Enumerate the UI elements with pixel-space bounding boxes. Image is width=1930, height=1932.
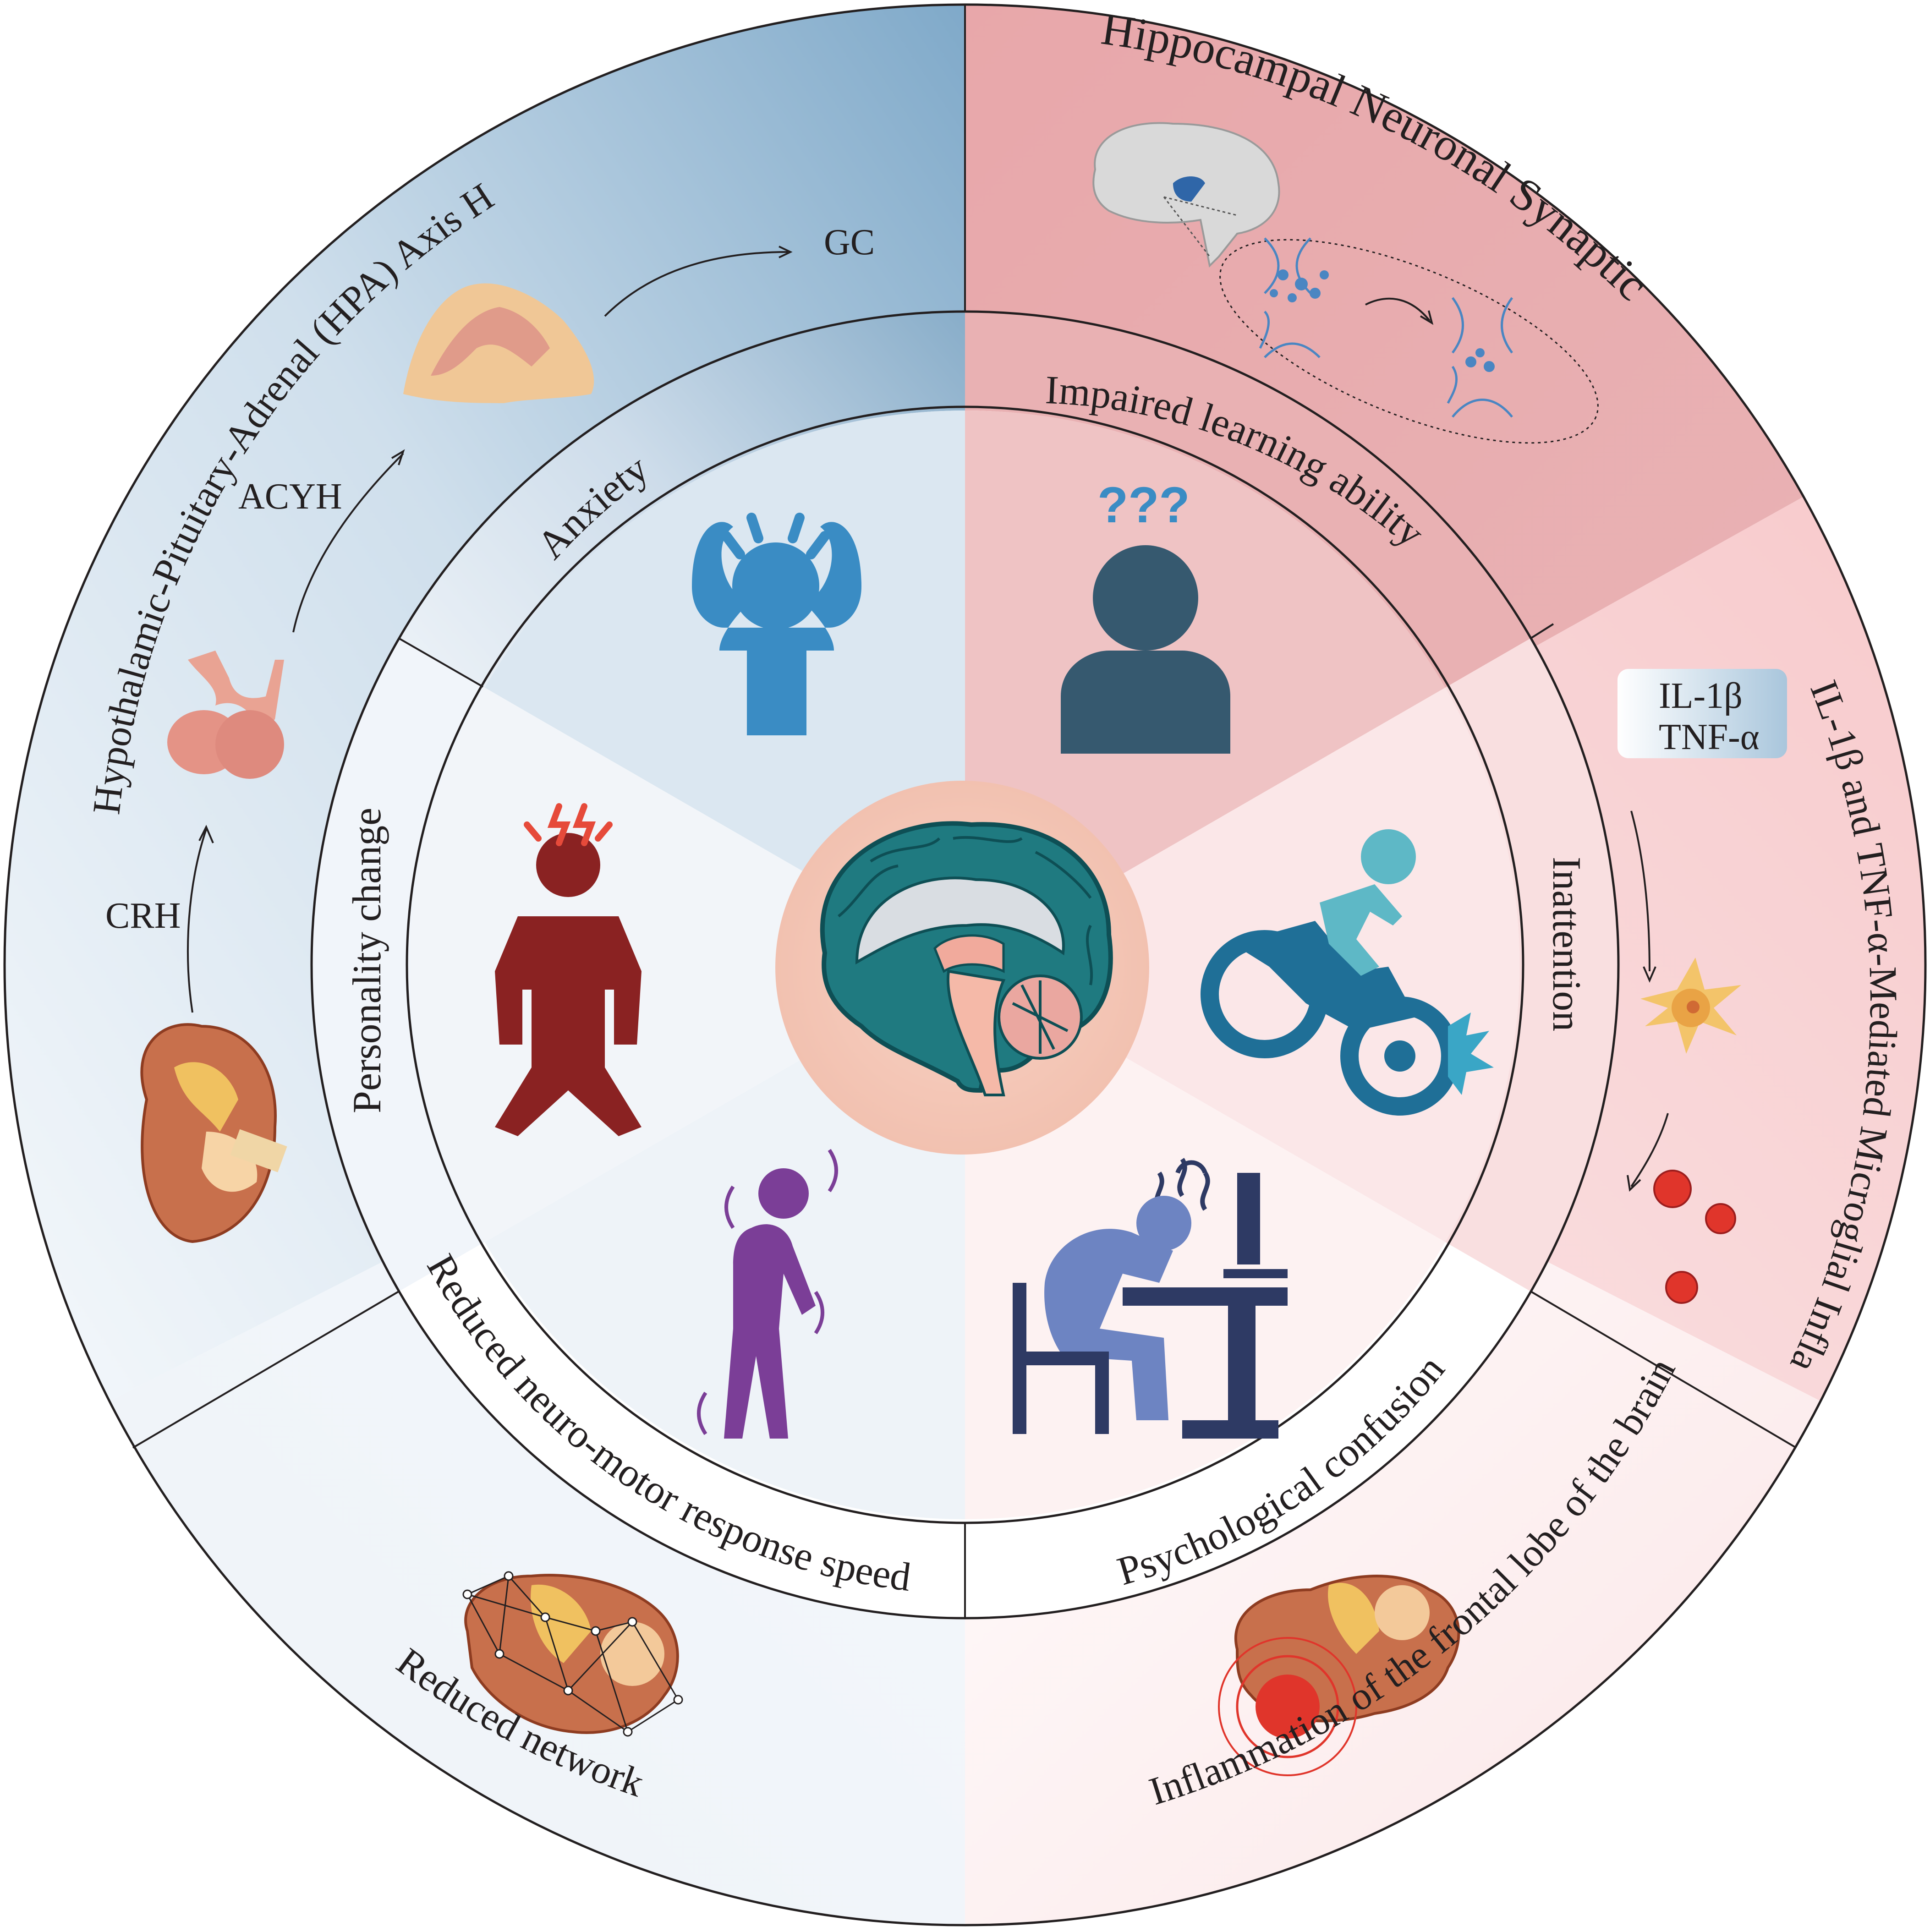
divider-lines — [132, 5, 1797, 1618]
question-marks-icon: ??? — [1097, 477, 1190, 533]
cytokine-il1b: IL-1β — [1659, 676, 1743, 716]
adrenal-gland-icon — [403, 283, 594, 403]
microglia-icon — [1640, 958, 1741, 1054]
hpa-arrows — [187, 246, 793, 1013]
confused-person-icon: ??? — [1061, 477, 1230, 754]
inflammatory-particles — [1653, 1170, 1736, 1304]
synapse-icon — [1259, 237, 1329, 358]
elderly-person-icon — [697, 1149, 838, 1439]
frontal-inflammation-brain-icon — [1218, 1575, 1460, 1776]
personality-change-label: Personality change — [345, 808, 389, 1113]
synapse-ellipse — [1219, 239, 1599, 444]
cytokine-box: IL-1β TNF-α — [1617, 669, 1787, 758]
acyh-label: ACYH — [238, 476, 342, 517]
microglia-arrows — [1627, 810, 1669, 1192]
hippocampus-brain-icon — [1092, 122, 1280, 268]
stressed-desk-worker-icon — [1013, 1158, 1288, 1439]
network-brain-icon — [462, 1571, 683, 1737]
synapse-icon-reduced — [1365, 297, 1513, 418]
anxiety-person-icon — [692, 513, 861, 735]
inattention-label: Inattention — [1544, 857, 1589, 1031]
center-brain-icon — [775, 781, 1149, 1155]
crh-label: CRH — [105, 896, 181, 936]
hypothalamus-brain-icon — [140, 1023, 287, 1243]
frustrated-person-icon — [495, 803, 642, 1136]
gc-label: GC — [824, 222, 875, 263]
motorcycle-crash-icon — [1201, 829, 1494, 1116]
pituitary-gland-icon — [167, 651, 284, 779]
cytokine-tnfa: TNF-α — [1659, 717, 1760, 757]
